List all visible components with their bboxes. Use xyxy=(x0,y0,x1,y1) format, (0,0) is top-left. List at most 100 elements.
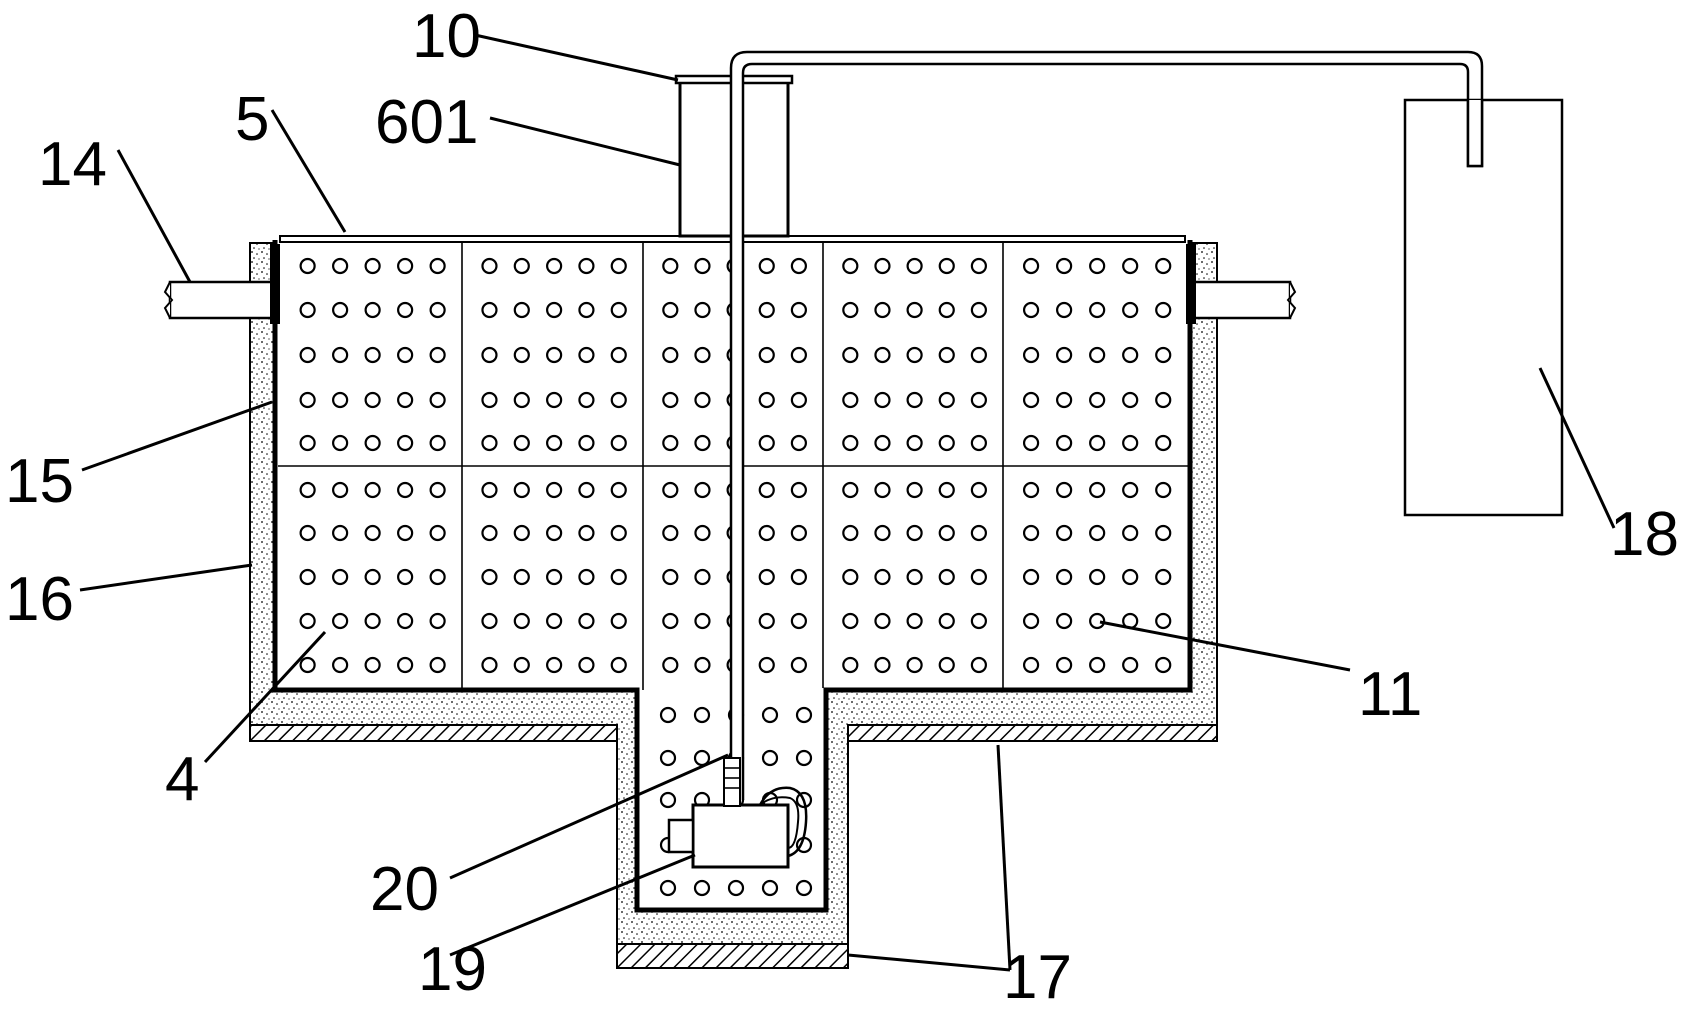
perforation-hole xyxy=(659,749,677,767)
perforation-hole xyxy=(1056,656,1073,674)
perforation-hole xyxy=(662,481,679,499)
perforation-hole xyxy=(662,612,679,630)
label-15: 15 xyxy=(5,447,74,516)
perforation-hole xyxy=(429,257,446,275)
perforation-hole xyxy=(970,346,987,364)
perforation-hole xyxy=(481,568,498,586)
perforation-hole xyxy=(299,391,316,409)
perforation-hole xyxy=(299,656,316,674)
perforation-hole xyxy=(1089,301,1106,319)
perforation-hole xyxy=(1122,481,1139,499)
perforation-hole xyxy=(694,524,711,542)
perforation-hole xyxy=(513,568,530,586)
perforation-hole xyxy=(332,391,349,409)
leader-lines xyxy=(79,33,1616,972)
perforation-hole xyxy=(662,257,679,275)
perforation-hole xyxy=(1155,481,1172,499)
perforation-hole xyxy=(299,524,316,542)
perforation-hole xyxy=(970,612,987,630)
perforation-hole xyxy=(758,391,775,409)
perforation-hole xyxy=(299,257,316,275)
perforation-hole xyxy=(481,346,498,364)
perforation-hole xyxy=(610,301,627,319)
perforation-hole xyxy=(1155,346,1172,364)
perforation-hole xyxy=(397,391,414,409)
perforation-hole xyxy=(578,612,595,630)
perforation-hole xyxy=(364,391,381,409)
perforation-hole xyxy=(1122,656,1139,674)
perforation-hole xyxy=(364,481,381,499)
label-4: 4 xyxy=(165,745,199,814)
perforation-hole xyxy=(299,612,316,630)
perforation-hole xyxy=(694,568,711,586)
perforation-hole xyxy=(364,524,381,542)
perforation-hole xyxy=(610,257,627,275)
perforation-hole xyxy=(481,612,498,630)
perforation-hole xyxy=(1022,481,1040,499)
perforation-hole xyxy=(364,656,381,674)
perforation-hole xyxy=(694,656,711,674)
perforation-hole xyxy=(481,301,498,319)
perforation-hole xyxy=(481,434,498,452)
perforation-hole xyxy=(332,301,349,319)
perforation-hole xyxy=(662,656,679,674)
perforation-hole xyxy=(790,481,807,499)
perforation-hole xyxy=(795,749,813,767)
perforation-hole xyxy=(659,791,677,809)
perforation-hole xyxy=(1089,568,1106,586)
perforation-hole xyxy=(1155,568,1172,586)
perforation-hole xyxy=(578,391,595,409)
perforation-hole xyxy=(938,301,955,319)
perforation-hole xyxy=(1089,391,1106,409)
perforation-hole xyxy=(1122,568,1139,586)
perforation-hole xyxy=(694,257,711,275)
perforation-hole xyxy=(795,879,813,897)
perforation-hole xyxy=(662,301,679,319)
perforation-hole xyxy=(790,391,807,409)
perforation-hole xyxy=(874,346,891,364)
perforation-hole xyxy=(842,346,859,364)
perforation-hole xyxy=(546,612,563,630)
perforation-hole xyxy=(481,391,498,409)
outlet-pipe-right xyxy=(1186,244,1297,324)
perforation-hole xyxy=(299,481,316,499)
perforation-hole xyxy=(1122,524,1139,542)
perforation-hole xyxy=(1122,391,1139,409)
perforation-hole xyxy=(1056,524,1073,542)
perforation-hole xyxy=(578,434,595,452)
perforation-hole xyxy=(397,301,414,319)
perforation-hole xyxy=(1089,434,1106,452)
perforation-hole xyxy=(758,257,775,275)
perforation-hole xyxy=(694,481,711,499)
perforation-hole xyxy=(429,346,446,364)
perforation-hole xyxy=(842,524,859,542)
perforation-hole xyxy=(332,568,349,586)
perforation-hole xyxy=(1056,612,1073,630)
perforation-hole xyxy=(938,612,955,630)
perforation-hole xyxy=(578,656,595,674)
perforation-hole xyxy=(1022,257,1040,275)
perforation-hole xyxy=(842,656,859,674)
perforation-hole xyxy=(874,391,891,409)
perforation-hole xyxy=(1089,346,1106,364)
perforation-hole xyxy=(970,434,987,452)
perforation-hole xyxy=(299,434,316,452)
perforation-hole xyxy=(758,568,775,586)
perforation-hole xyxy=(546,656,563,674)
perforation-hole xyxy=(1056,391,1073,409)
perforation-hole xyxy=(693,706,711,724)
perforation-hole xyxy=(938,656,955,674)
perforation-hole xyxy=(906,391,923,409)
perforation-hole xyxy=(938,434,955,452)
perforation-hole xyxy=(364,612,381,630)
perforation-hole xyxy=(332,656,349,674)
perforation-hole xyxy=(332,612,349,630)
perforation-hole xyxy=(513,612,530,630)
perforation-hole xyxy=(758,524,775,542)
perforation-hole xyxy=(397,434,414,452)
perforation-hole xyxy=(938,568,955,586)
perforation-hole xyxy=(842,481,859,499)
perforation-hole xyxy=(662,346,679,364)
perforation-hole xyxy=(578,257,595,275)
